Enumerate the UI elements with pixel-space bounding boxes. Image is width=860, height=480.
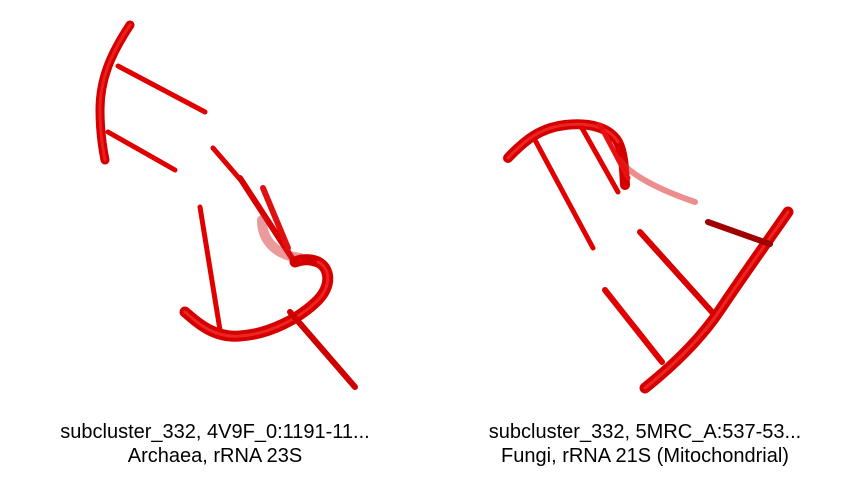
panel-subtitle-left: Archaea, rRNA 23S: [127, 445, 303, 467]
structure-panel-left: subcluster_332, 4V9F_0:1191-11... Archae…: [0, 20, 430, 468]
base-rung-1: [115, 63, 208, 115]
base-rung-11: [705, 219, 773, 247]
base-rung-8: [532, 137, 596, 251]
structure-panel-right: subcluster_332, 5MRC_A:537-53... Fungi, …: [430, 0, 860, 480]
panel-subtitle-right: Fungi, rRNA 21S (Mitochondrial): [501, 445, 789, 467]
base-rung-2: [105, 129, 178, 173]
caption-left: subcluster_332, 4V9F_0:1191-11... Archae…: [0, 420, 430, 468]
backbone-long-right: [639, 206, 794, 394]
base-rung-10: [597, 122, 631, 181]
base-rung-7: [287, 309, 358, 390]
base-rung-13: [602, 287, 665, 365]
base-rung-4: [237, 175, 295, 261]
base-rung-12: [637, 229, 715, 315]
backbone-fade-right: [617, 157, 698, 205]
rna-structure-render-right: [503, 119, 794, 394]
rna-structure-render-left: [95, 20, 358, 390]
backbone-lower-left: [179, 254, 334, 342]
panel-title-left: subcluster_332, 4V9F_0:1191-11...: [60, 421, 370, 443]
panel-title-right: subcluster_332, 5MRC_A:537-53...: [488, 421, 802, 443]
base-rung-6: [197, 204, 223, 333]
base-rung-5: [260, 185, 291, 251]
caption-right: subcluster_332, 5MRC_A:537-53... Fungi, …: [430, 420, 860, 468]
base-rung-9: [579, 125, 621, 195]
